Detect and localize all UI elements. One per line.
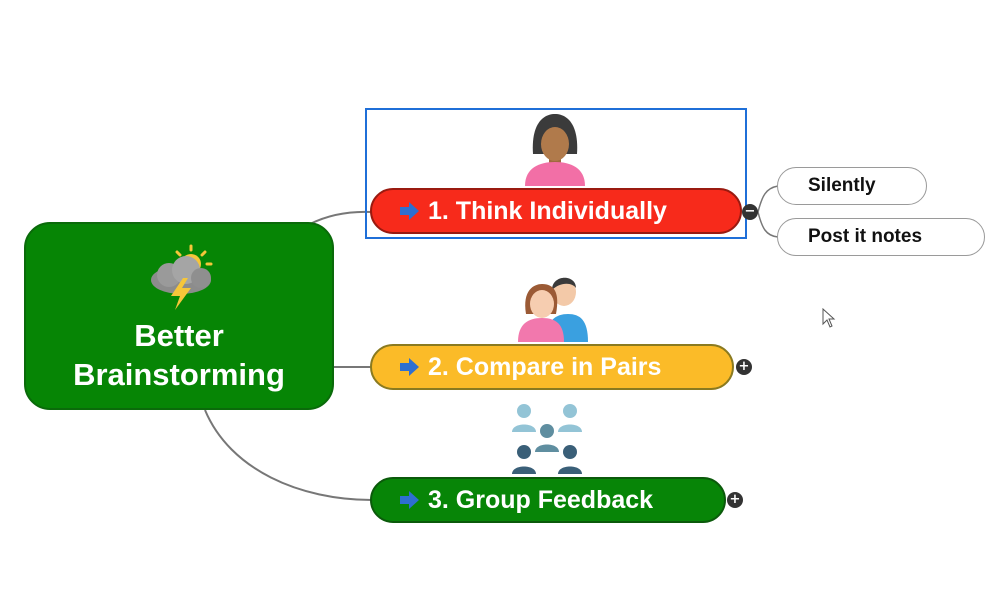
central-title-line2: Brainstorming xyxy=(73,357,285,392)
topic-label: 3. Group Feedback xyxy=(428,485,654,514)
group-icon xyxy=(512,404,582,474)
topic-group-feedback[interactable]: 3. Group Feedback xyxy=(370,477,726,523)
arrow-right-icon xyxy=(400,358,419,376)
expand-toggle[interactable]: + xyxy=(727,492,743,508)
subtopic-label: Silently xyxy=(808,175,876,196)
subtopic-post-it-notes[interactable]: Post it notes xyxy=(777,218,985,256)
selection-box xyxy=(365,108,747,239)
expand-toggle[interactable]: + xyxy=(736,359,752,375)
arrow-right-icon xyxy=(400,491,419,509)
topic-compare-in-pairs[interactable]: 2. Compare in Pairs xyxy=(370,344,734,390)
storm-cloud-icon xyxy=(151,244,213,310)
topic-think-individually[interactable]: 1. Think Individually xyxy=(370,188,742,234)
subtopic-silently[interactable]: Silently xyxy=(777,167,927,205)
topic-label: 1. Think Individually xyxy=(428,196,667,225)
collapse-toggle[interactable]: − xyxy=(742,204,758,220)
central-topic[interactable]: Better Brainstorming xyxy=(24,222,334,410)
topic-label: 2. Compare in Pairs xyxy=(428,352,662,381)
arrow-right-icon xyxy=(400,202,419,220)
pair-icon xyxy=(518,277,588,342)
mouse-cursor-icon xyxy=(822,308,836,328)
subtopic-label: Post it notes xyxy=(808,226,923,247)
central-title-line1: Better xyxy=(134,318,224,353)
person-icon xyxy=(525,114,585,186)
